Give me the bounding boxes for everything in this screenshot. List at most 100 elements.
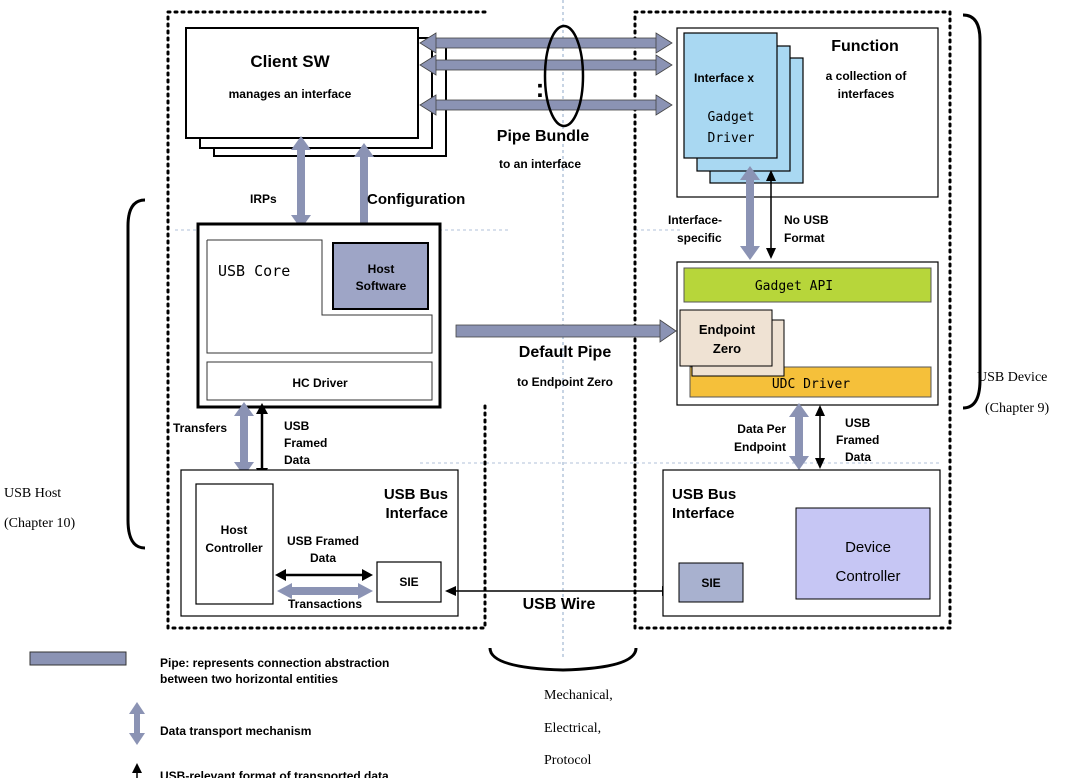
- no-usb-format-label-1: No USB: [784, 213, 829, 227]
- transfers-arrow-head-up: [234, 402, 254, 416]
- data-per-endpoint-arrow-head-down: [789, 456, 809, 470]
- irps-arrow-head-down: [291, 215, 311, 229]
- pipe-3: [431, 99, 659, 111]
- configuration-arrow-head-up: [354, 143, 374, 157]
- default-pipe-arrow-right: [659, 319, 677, 343]
- mechanical-label: Mechanical,: [544, 688, 613, 703]
- endpoint-zero-label-1: Endpoint: [699, 322, 756, 337]
- legend-relevant-label: USB-relevant format of transported data: [160, 769, 389, 778]
- interface-specific-arrow-shaft: [746, 178, 754, 248]
- legend-transport-arrow-head-down: [129, 733, 145, 745]
- device-framed-label-1: USB: [845, 416, 871, 430]
- client-sw-title: Client SW: [250, 52, 330, 71]
- data-per-endpoint-arrow-head-up: [789, 403, 809, 417]
- transactions-arrow-shaft: [290, 587, 360, 595]
- usb-wire-arrow-left: [445, 586, 456, 596]
- device-controller-box: [795, 507, 931, 600]
- host-software-label-2: Software: [356, 279, 407, 293]
- device-sie-box: [678, 562, 744, 603]
- transactions-arrow-head-right: [358, 583, 373, 599]
- device-brace-label-2: (Chapter 9): [985, 401, 1049, 416]
- default-pipe-shaft: [455, 324, 663, 338]
- device-bus-interface-label-1: USB Bus: [672, 486, 736, 503]
- pipe-1-arrow-right: [655, 32, 673, 54]
- electrical-label: Electrical,: [544, 721, 601, 736]
- device-framed-label-3: Data: [845, 450, 871, 464]
- no-usb-format-label-2: Format: [784, 231, 825, 245]
- host-sie-box: [376, 561, 442, 603]
- transactions-arrow: [277, 583, 373, 599]
- pipe-2-arrow-right: [655, 54, 673, 76]
- interface-specific-arrow-head-down: [740, 246, 760, 260]
- data-per-endpoint-label-1: Data Per: [737, 422, 786, 436]
- gadget-driver-box: [683, 32, 778, 159]
- host-controller-label-1: Host: [221, 523, 248, 537]
- endpoint-zero-box: [679, 309, 773, 367]
- gadget-driver-label-2: Driver: [708, 131, 755, 146]
- default-pipe-sublabel: to Endpoint Zero: [517, 375, 613, 389]
- irps-label: IRPs: [250, 192, 277, 206]
- irps-arrow-head-up: [291, 136, 311, 150]
- function-title: Function: [831, 38, 899, 55]
- gadget-api-box: [683, 267, 932, 303]
- transactions-arrow-head-left: [277, 583, 292, 599]
- pipe-ellipsis: :: [536, 73, 545, 103]
- data-per-endpoint-arrow-shaft: [795, 415, 803, 458]
- irps-arrow: [291, 136, 311, 229]
- udc-driver-label: UDC Driver: [772, 377, 850, 392]
- pipe-1: [431, 37, 659, 49]
- hc-driver-label: HC Driver: [292, 376, 348, 390]
- host-bus-interface-label-1: USB Bus: [384, 486, 448, 503]
- host-framed-horizontal-arrow-right: [362, 569, 373, 581]
- protocol-label: Protocol: [544, 753, 592, 768]
- host-controller-box: [195, 483, 274, 605]
- host-brace-label-1: USB Host: [4, 486, 61, 501]
- legend-pipe-label-2: between two horizontal entities: [160, 672, 338, 686]
- host-framed-data-arrow-up: [256, 403, 268, 414]
- mechanical-brace: [488, 647, 638, 672]
- pipe-3-arrow-right: [655, 94, 673, 116]
- usb-core-box: [206, 239, 433, 354]
- transfers-label: Transfers: [173, 421, 227, 435]
- host-usb-framed-data-label-1: USB Framed: [287, 534, 359, 548]
- device-controller-label-1: Device: [845, 539, 891, 556]
- host-brace-label-2: (Chapter 10): [4, 516, 75, 531]
- usb-wire-label: USB Wire: [523, 596, 596, 613]
- host-usb-framed-data-label-2: Data: [310, 551, 336, 565]
- configuration-arrow-shaft: [360, 155, 368, 225]
- default-pipe-label: Default Pipe: [519, 344, 612, 361]
- function-subtitle-1: a collection of: [826, 69, 908, 83]
- pipe-bundle: [419, 24, 673, 128]
- host-framed-horizontal-arrow-left: [275, 569, 286, 581]
- data-per-endpoint-arrow: [789, 403, 809, 470]
- no-usb-format-arrow-up: [766, 170, 776, 181]
- gadget-driver-label-1: Gadget: [708, 110, 755, 125]
- interface-x-label: Interface x: [694, 71, 754, 85]
- host-framed-label-3: Data: [284, 453, 310, 467]
- transfers-arrow-shaft: [240, 414, 248, 464]
- usb-core-label: USB Core: [218, 262, 290, 280]
- device-bus-interface-label-2: Interface: [672, 505, 735, 522]
- default-pipe: [455, 319, 677, 343]
- host-boundary: [166, 10, 487, 630]
- pipe-1-arrow-left: [419, 32, 437, 54]
- transfers-arrow: [234, 402, 254, 476]
- endpoint-zero-label-2: Zero: [713, 341, 741, 356]
- device-sie-label: SIE: [701, 576, 720, 590]
- device-framed-data-arrow-up: [815, 405, 825, 416]
- host-framed-label-2: Framed: [284, 436, 327, 450]
- hc-driver-box: [206, 361, 433, 401]
- client-sw-box: [185, 27, 419, 139]
- device-brace: [962, 13, 982, 410]
- no-usb-format-arrow-down: [766, 248, 776, 259]
- legend-pipe-label-1: Pipe: represents connection abstraction: [160, 656, 389, 670]
- transactions-label: Transactions: [288, 597, 362, 611]
- transfers-arrow-head-down: [234, 462, 254, 476]
- host-framed-label-1: USB: [284, 419, 310, 433]
- device-framed-label-2: Framed: [836, 433, 879, 447]
- bundle-ellipse: [543, 24, 585, 128]
- host-brace: [126, 198, 146, 550]
- pipe-bundle-sublabel: to an interface: [499, 157, 581, 171]
- pipe-2-arrow-left: [419, 54, 437, 76]
